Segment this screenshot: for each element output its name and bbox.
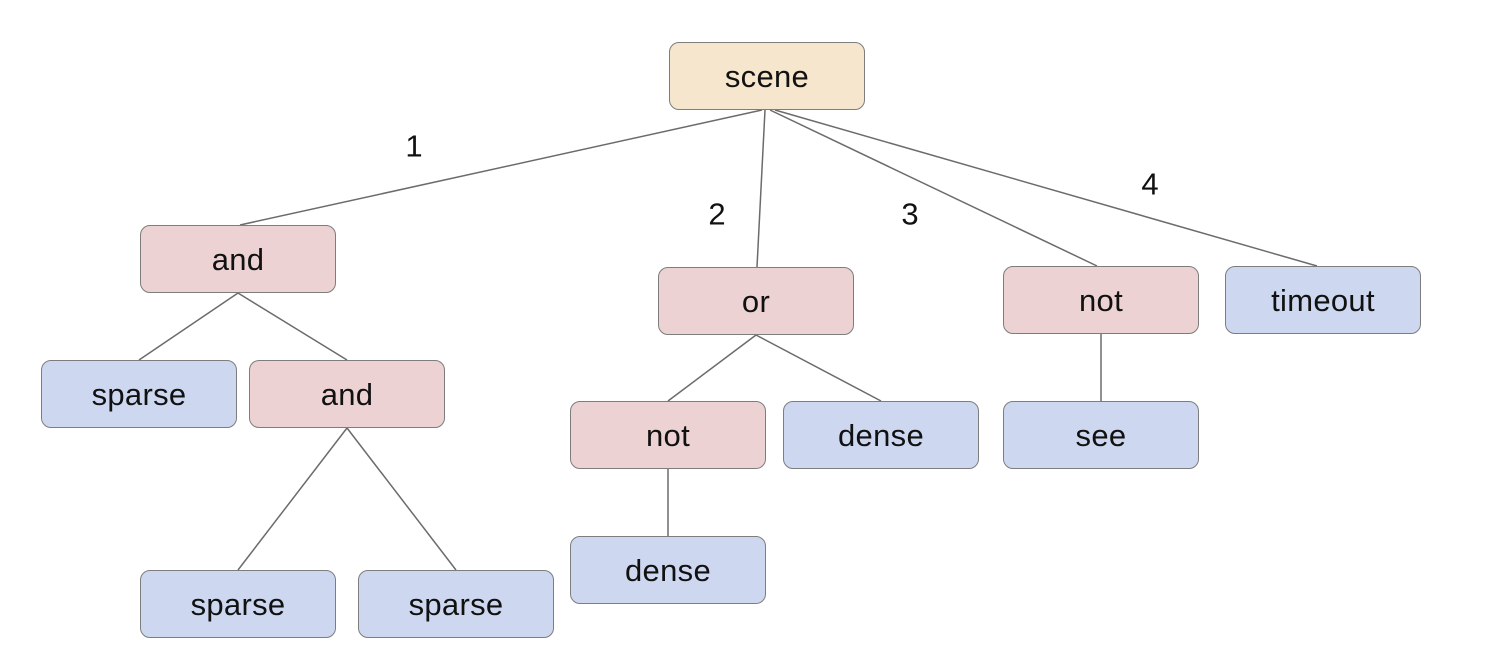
tree-node-scene: scene [669, 42, 865, 110]
edge-label-1: 1 [405, 128, 423, 164]
edge-label-3: 3 [901, 196, 919, 232]
tree-node-sparse-1: sparse [41, 360, 237, 428]
edge-scene-to-timeout [774, 109, 1318, 267]
tree-node-not-2: not [570, 401, 766, 469]
tree-node-dense-2: dense [570, 536, 766, 604]
tree-node-and-1: and [140, 225, 336, 293]
edge-scene-to-and-1 [239, 109, 763, 226]
tree-node-sparse-2: sparse [140, 570, 336, 638]
edge-and-2-to-sparse-3 [346, 427, 457, 571]
tree-node-or-1: or [658, 267, 854, 335]
tree-node-timeout: timeout [1225, 266, 1421, 334]
tree-node-not-1: not [1003, 266, 1199, 334]
edge-or-1-to-not-2 [667, 334, 757, 402]
tree-node-and-2: and [249, 360, 445, 428]
edge-scene-to-or-1 [756, 109, 766, 268]
edge-or-1-to-dense-1 [755, 334, 882, 402]
edge-scene-to-not-1 [769, 109, 1098, 267]
tree-node-dense-1: dense [783, 401, 979, 469]
tree-node-sparse-3: sparse [358, 570, 554, 638]
edge-label-4: 4 [1141, 166, 1159, 202]
edge-and-1-to-and-2 [237, 292, 348, 361]
edge-and-2-to-sparse-2 [237, 427, 348, 571]
edge-label-2: 2 [708, 196, 726, 232]
edge-and-1-to-sparse-1 [138, 292, 239, 361]
tree-node-see: see [1003, 401, 1199, 469]
